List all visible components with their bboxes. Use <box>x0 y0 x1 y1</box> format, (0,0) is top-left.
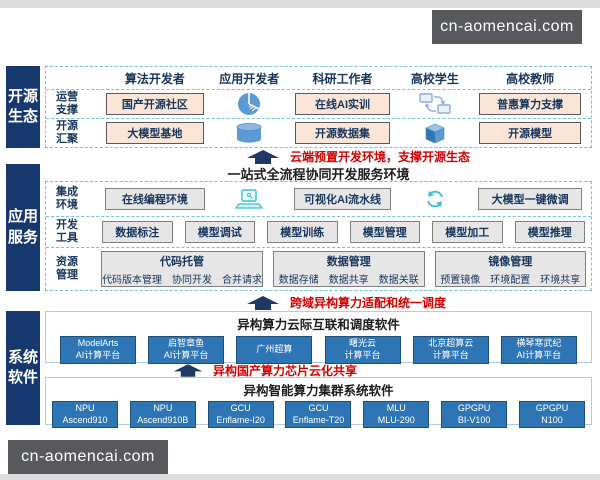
cloud-preset-arrow-label: 云端预置开发环境，支撑开源生态 <box>290 150 471 164</box>
row-label-integrated-environment: 集成环境 <box>56 185 78 211</box>
row-label-operation-support: 运营支撑 <box>56 90 78 116</box>
role-university-teachers: 高校教师 <box>506 71 555 86</box>
domestic-chip-sharing-arrow-label: 异构国产算力芯片云化共享 <box>213 364 358 378</box>
item-data-sharing: 数据共享 <box>328 274 369 286</box>
box-domestic-open-source-community: 国产开源社区 <box>106 93 204 115</box>
item-data-linking: 数据关联 <box>378 274 419 286</box>
resource-management-row: 资源管理 代码托管 代码版本管理 协同开发 合并请求 数据管理 数据存储 <box>46 247 591 290</box>
role-researchers: 科研工作者 <box>312 71 373 86</box>
item-code-version-management: 代码版本管理 <box>102 274 162 286</box>
item-data-storage: 数据存储 <box>278 274 319 286</box>
section-application-services: 应用服务 一站式全流程协同开发服务环境 集成环境 在线编程环境 <box>6 164 592 291</box>
box-inclusive-computing-support: 普惠算力支撑 <box>479 93 581 115</box>
up-block-arrow-icon <box>247 149 279 164</box>
laptop-icon <box>214 188 285 210</box>
cross-domain-scheduling-arrow: 跨域异构算力适配和统一调度 <box>243 294 446 311</box>
row-label-open-source-aggregation: 开源汇聚 <box>56 119 78 145</box>
item-preset-images: 预置镜像 <box>440 274 481 286</box>
watermark-bottom: cn-aomencai.com <box>8 440 168 474</box>
platform-sugon-cloud: 曙光云计算平台 <box>324 336 401 364</box>
group-image-management: 镜像管理 预置镜像 环境配置 环境共享 <box>434 251 586 287</box>
cluster-software-title: 异构智能算力集群系统软件 <box>243 384 394 398</box>
item-collaborative-development: 协同开发 <box>172 274 212 286</box>
box-open-source-models: 开源模型 <box>479 122 581 144</box>
box-model-management: 模型管理 <box>349 221 420 243</box>
group-image-management-title: 镜像管理 <box>488 255 533 268</box>
top-strip <box>0 0 600 8</box>
ecosystem-section-label: 开源生态 <box>6 66 40 148</box>
system-section-label-text: 系统软件 <box>8 348 39 386</box>
box-model-processing: 模型加工 <box>432 221 503 243</box>
role-university-students: 高校学生 <box>410 71 459 86</box>
pie-chart-icon <box>214 91 285 117</box>
box-large-model-one-click-finetune: 大模型一键微调 <box>478 188 582 210</box>
item-environment-config: 环境配置 <box>490 274 531 286</box>
operation-support-row: 运营支撑 国产开源社区 在线AI实训 <box>46 89 591 118</box>
services-section-label-text: 应用服务 <box>8 208 39 246</box>
box-visual-ai-pipeline: 可视化AI流水线 <box>293 188 392 210</box>
database-cylinder-icon <box>214 122 285 144</box>
bottom-strip <box>0 474 600 480</box>
open-source-aggregation-row: 开源汇聚 大模型基地 开源数据集 <box>46 118 591 147</box>
refresh-cycle-icon <box>400 187 469 211</box>
group-data-management-title: 数据管理 <box>326 255 371 268</box>
box-online-ai-training: 在线AI实训 <box>294 93 391 115</box>
row-label-resource-management: 资源管理 <box>56 255 78 281</box>
up-block-arrow-icon <box>247 295 279 310</box>
system-section-label: 系统软件 <box>6 311 40 425</box>
box-large-model-base: 大模型基地 <box>106 122 204 144</box>
cloud-preset-arrow: 云端预置开发环境，支撑开源生态 <box>243 148 470 165</box>
platform-guangzhou-supercomputing: 广州超算 <box>236 336 313 364</box>
item-merge-request: 合并请求 <box>222 274 262 286</box>
cross-domain-scheduling-arrow-label: 跨域异构算力适配和统一调度 <box>290 296 447 310</box>
services-title: 一站式全流程协同开发服务环境 <box>227 167 410 182</box>
section-open-source-ecosystem: 开源生态 算法开发者 应用开发者 科研工作者 高校学生 高校教师 运营支撑 国产… <box>6 66 592 148</box>
up-block-arrow-icon <box>173 364 203 377</box>
row-label-development-tools: 开发工具 <box>56 218 78 244</box>
services-section-label: 应用服务 <box>6 164 40 291</box>
roles-header-row: 算法开发者 应用开发者 科研工作者 高校学生 高校教师 <box>46 67 591 89</box>
box-open-source-dataset: 开源数据集 <box>294 122 391 144</box>
group-code-hosting: 代码托管 代码版本管理 协同开发 合并请求 <box>101 251 263 287</box>
watermark-top: cn-aomencai.com <box>432 10 582 44</box>
sync-arrows-icon <box>400 92 469 116</box>
group-code-hosting-title: 代码托管 <box>160 255 204 268</box>
domestic-chip-sharing-arrow: 异构国产算力芯片云化共享 <box>170 362 357 379</box>
box-model-training: 模型训练 <box>267 221 338 243</box>
cube-icon <box>400 120 469 146</box>
role-algorithm-developers: 算法开发者 <box>124 71 185 86</box>
box-model-inference: 模型推理 <box>514 221 585 243</box>
box-data-annotation: 数据标注 <box>102 221 173 243</box>
group-data-management: 数据管理 数据存储 数据共享 数据关联 <box>273 251 425 287</box>
platform-beijing-supercloud: 北京超算云计算平台 <box>412 336 489 364</box>
cloud-interconnect-title: 异构算力云际互联和调度软件 <box>237 318 400 332</box>
box-online-programming-environment: 在线编程环境 <box>105 188 205 210</box>
development-tools-row: 开发工具 数据标注 模型调试 模型训练 模型管理 模型加工 模型推理 <box>46 216 591 247</box>
ecosystem-section-label-text: 开源生态 <box>8 87 39 125</box>
integrated-environment-row: 集成环境 在线编程环境 可视化AI流水线 <box>46 182 591 216</box>
role-application-developers: 应用开发者 <box>219 71 280 86</box>
box-model-debugging: 模型调试 <box>184 221 255 243</box>
item-environment-sharing: 环境共享 <box>540 274 581 286</box>
